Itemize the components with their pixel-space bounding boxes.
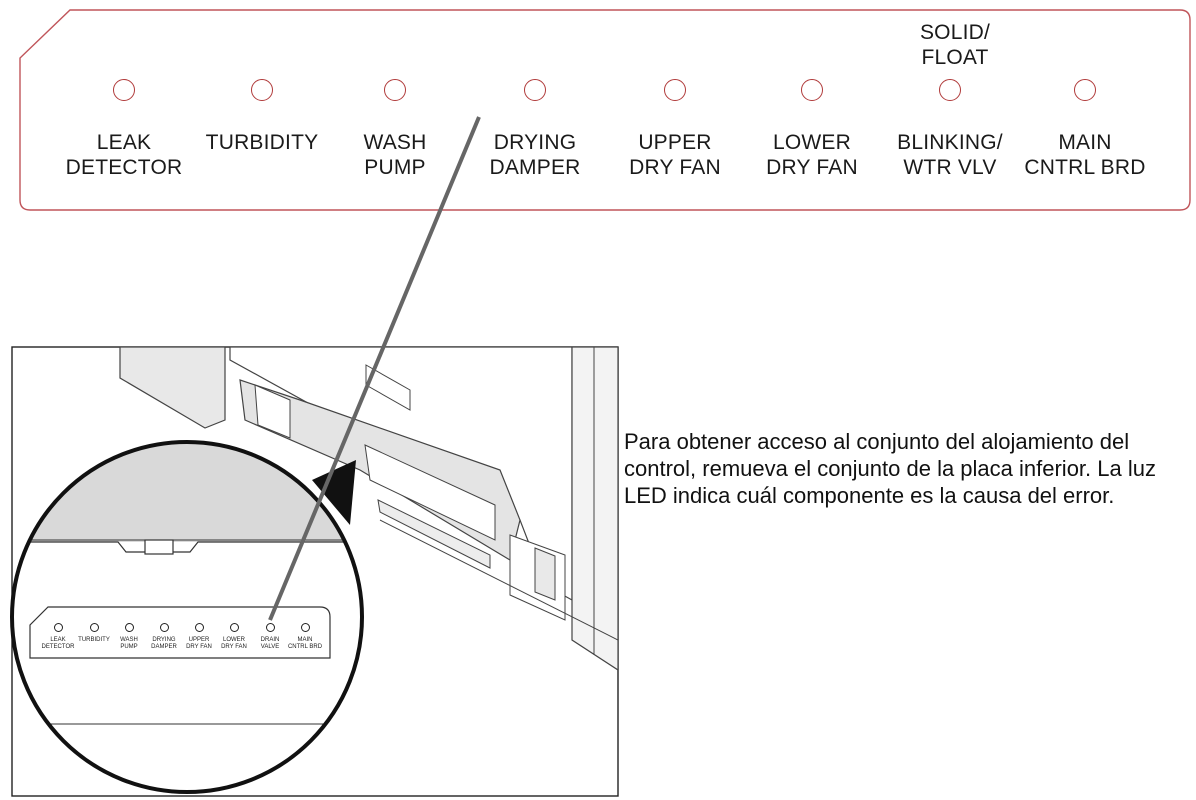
inset-led-5 — [195, 623, 204, 632]
led-label-2: TURBIDITY — [205, 131, 319, 154]
inset-led-label-3: WASH PUMP — [120, 637, 138, 650]
callout-line — [268, 116, 481, 621]
led-top-label-7: SOLID/ FLOAT — [919, 21, 991, 69]
inset-led-7 — [266, 623, 275, 632]
magnifier-pointer — [312, 460, 356, 525]
led-label-7: BLINKING/ WTR VLV — [897, 131, 1003, 179]
led-indicator-8 — [1074, 79, 1096, 101]
led-label-4: DRYING DAMPER — [489, 131, 581, 179]
led-label-3: WASH PUMP — [363, 131, 427, 179]
inset-led-label-5: UPPER DRY FAN — [186, 637, 212, 650]
instruction-caption: Para obtener acceso al conjunto del aloj… — [624, 429, 1156, 508]
inset-led-8 — [301, 623, 310, 632]
inset-led-3 — [125, 623, 134, 632]
inset-led-label-6: LOWER DRY FAN — [221, 637, 247, 650]
magnified-view — [12, 442, 362, 792]
inset-led-label-7: DRAIN VALVE — [260, 637, 280, 650]
inset-led-2 — [90, 623, 99, 632]
inset-led-6 — [230, 623, 239, 632]
led-indicator-3 — [384, 79, 406, 101]
inset-led-label-1: LEAK DETECTOR — [41, 637, 75, 650]
led-indicator-1 — [113, 79, 135, 101]
led-label-5: UPPER DRY FAN — [629, 131, 721, 179]
led-indicator-2 — [251, 79, 273, 101]
inset-control-panel — [29, 606, 331, 659]
inset-led-1 — [54, 623, 63, 632]
led-indicator-6 — [801, 79, 823, 101]
led-indicator-7 — [939, 79, 961, 101]
panel-outline — [19, 9, 1191, 211]
inset-led-label-4: DRYING DAMPER — [151, 637, 177, 650]
led-label-6: LOWER DRY FAN — [766, 131, 858, 179]
inset-led-4 — [160, 623, 169, 632]
inset-led-label-2: TURBIDITY — [78, 637, 110, 643]
led-label-1: LEAK DETECTOR — [65, 131, 183, 179]
magnifier-circle — [10, 440, 364, 794]
led-indicator-5 — [664, 79, 686, 101]
appliance-drawing — [119, 347, 618, 671]
led-indicator-4 — [524, 79, 546, 101]
led-label-8: MAIN CNTRL BRD — [1024, 131, 1146, 179]
inset-led-label-8: MAIN CNTRL BRD — [287, 637, 323, 650]
